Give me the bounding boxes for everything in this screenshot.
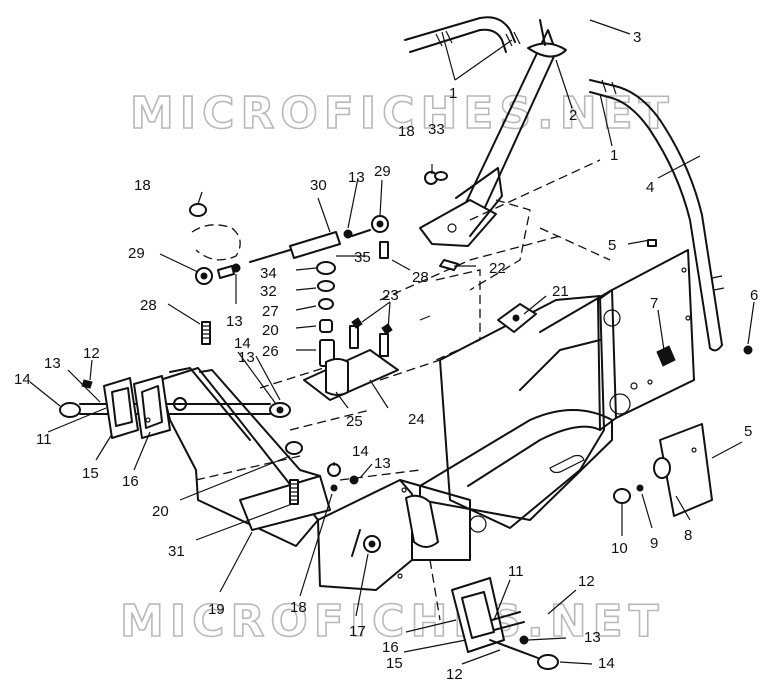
callout-29: 29 [374, 163, 391, 180]
callout-5: 5 [744, 423, 752, 440]
callout-17: 17 [349, 623, 366, 640]
handlebar-left [404, 16, 521, 53]
callout-1: 1 [610, 147, 618, 164]
callout-22: 22 [489, 260, 506, 277]
callout-28: 28 [412, 269, 429, 286]
skid-panel [419, 295, 613, 529]
callout-13: 13 [226, 313, 243, 330]
callout-18: 18 [134, 177, 151, 194]
callout-21: 21 [552, 283, 569, 300]
callout-33: 33 [428, 121, 445, 138]
callout-11: 11 [508, 563, 524, 580]
callout-2: 2 [569, 107, 577, 124]
callout-23: 23 [382, 287, 399, 304]
frame-plate [539, 249, 695, 431]
callout-12: 12 [578, 573, 595, 590]
callout-26: 26 [262, 343, 279, 360]
callout-25: 25 [346, 413, 363, 430]
callout-28: 28 [140, 297, 157, 314]
hidden-lines [191, 159, 611, 621]
callout-24: 24 [408, 411, 425, 428]
left-bracket [159, 367, 331, 547]
callout-35: 35 [354, 249, 371, 266]
pivot-plate [303, 315, 431, 401]
leader-lines [29, 19, 755, 665]
callout-14: 14 [598, 655, 615, 672]
callout-15: 15 [386, 655, 403, 672]
steering-tube [419, 19, 567, 247]
callout-15: 15 [82, 465, 99, 482]
callout-13: 13 [584, 629, 601, 646]
callout-16: 16 [122, 473, 139, 490]
callout-1: 1 [449, 85, 457, 102]
callout-12: 12 [83, 345, 100, 362]
callout-30: 30 [310, 177, 327, 194]
lower-tie-rod-left [59, 379, 291, 418]
callout-27: 27 [262, 303, 279, 320]
callout-labels: 1 1 2 3 4 5 5 6 7 8 9 10 11 11 12 12 12 … [14, 29, 758, 683]
callout-13: 13 [238, 349, 255, 366]
callout-3: 3 [633, 29, 641, 46]
steering-links-right [451, 577, 559, 670]
steering-links-left [103, 375, 171, 439]
callout-12: 12 [446, 666, 463, 683]
callout-5: 5 [608, 237, 616, 254]
callout-7: 7 [650, 295, 658, 312]
callout-11: 11 [36, 431, 52, 448]
callout-10: 10 [611, 540, 628, 557]
callout-34: 34 [260, 265, 277, 282]
callout-9: 9 [650, 535, 658, 552]
callout-14: 14 [234, 335, 251, 352]
callout-13: 13 [374, 455, 391, 472]
callout-16: 16 [382, 639, 399, 656]
callout-18: 18 [290, 599, 307, 616]
callout-14: 14 [352, 443, 369, 460]
callout-8: 8 [684, 527, 692, 544]
callout-32: 32 [260, 283, 277, 300]
side-cover [613, 423, 713, 517]
watermark-top: MICROFICHES.NET [130, 88, 675, 139]
callout-13: 13 [44, 355, 61, 372]
callout-13: 13 [348, 169, 365, 186]
callout-31: 31 [168, 543, 185, 560]
callout-18: 18 [398, 123, 415, 140]
callout-19: 19 [208, 601, 225, 618]
right-bracket [317, 479, 487, 591]
handlebar-right [589, 79, 725, 352]
watermark-bottom: MICROFICHES.NET [120, 596, 665, 647]
callout-20: 20 [152, 503, 169, 520]
callout-20: 20 [262, 322, 279, 339]
damper [497, 303, 537, 333]
callout-14: 14 [14, 371, 31, 388]
callout-6: 6 [750, 287, 758, 304]
center-bolt [285, 441, 359, 505]
callout-29: 29 [128, 245, 145, 262]
callout-4: 4 [646, 179, 654, 196]
